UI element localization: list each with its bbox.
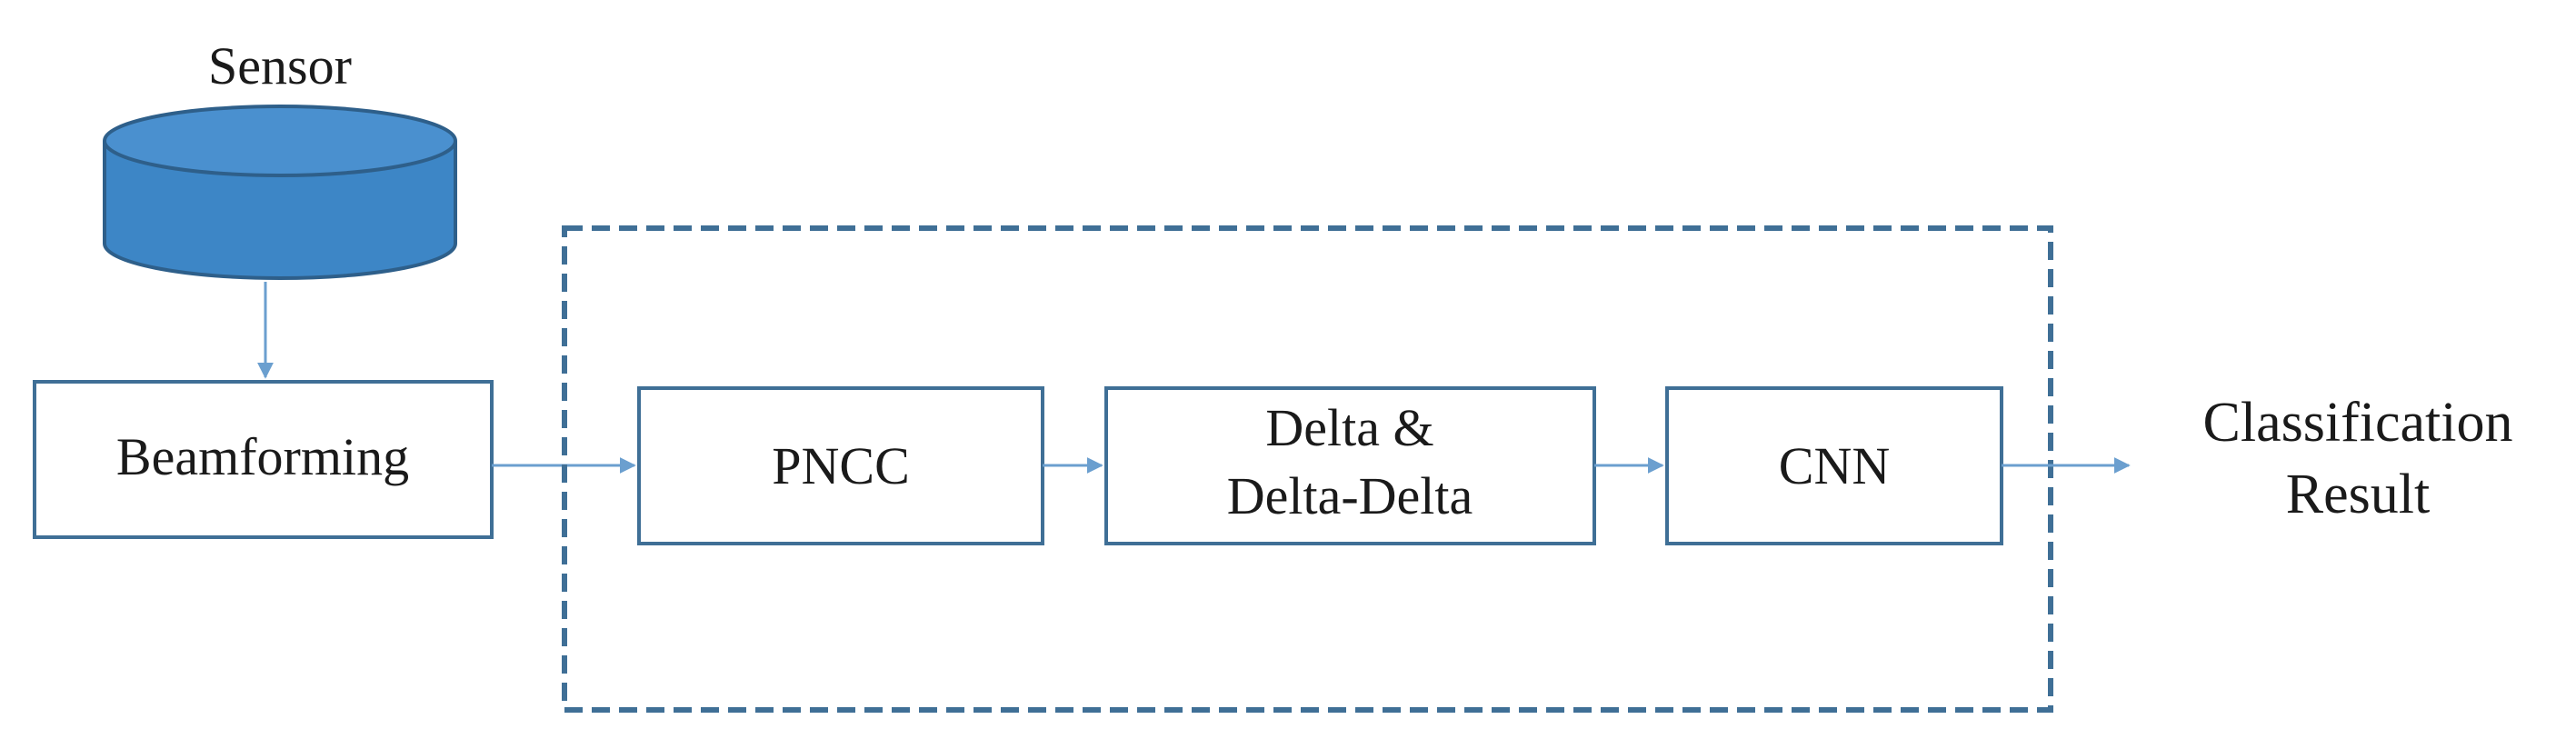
result-label-line2: Result <box>2286 464 2430 525</box>
result-label-line1: Classification <box>2203 392 2513 454</box>
delta-block: Delta & Delta-Delta <box>1104 386 1596 545</box>
beamforming-block: Beamforming <box>33 380 494 539</box>
database-cylinder-icon <box>103 105 457 280</box>
pncc-block: PNCC <box>637 386 1044 545</box>
delta-label-line1: Delta & <box>1265 398 1433 457</box>
cylinder-top <box>103 105 457 177</box>
delta-label-line2: Delta-Delta <box>1227 466 1473 525</box>
beamforming-label: Beamforming <box>116 427 409 486</box>
classification-result: Classification Result <box>2203 392 2513 525</box>
cnn-block: CNN <box>1665 386 2003 545</box>
processing-frame <box>562 225 2053 713</box>
cnn-label: CNN <box>1779 436 1890 495</box>
pncc-label: PNCC <box>772 436 910 495</box>
cylinder-body <box>103 141 457 280</box>
sensor-label: Sensor <box>208 36 352 95</box>
beamforming-box <box>33 380 494 539</box>
delta-box <box>1104 386 1596 545</box>
